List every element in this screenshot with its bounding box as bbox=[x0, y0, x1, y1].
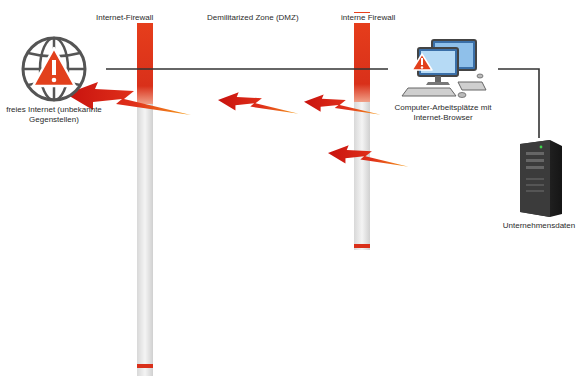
firewall-label: Internet-Firewall bbox=[95, 13, 154, 23]
server: Unternehmensdaten bbox=[498, 138, 580, 231]
node-caption: freies Internet (unbekannte Gegenstellen… bbox=[2, 105, 106, 125]
zone-label: Demilitarized Zone (DMZ) bbox=[206, 13, 300, 23]
workstation: Computer-Arbeitsplätze mit Internet-Brow… bbox=[388, 38, 498, 123]
workstation-icon bbox=[398, 38, 488, 100]
node-caption: Computer-Arbeitsplätze mit Internet-Brow… bbox=[388, 103, 498, 123]
server-icon bbox=[512, 138, 566, 218]
attack-arrow bbox=[328, 145, 409, 166]
attack-arrow bbox=[304, 94, 381, 114]
internet-globe-icon bbox=[17, 36, 91, 102]
attack-arrow bbox=[218, 92, 299, 113]
internal-firewall-bar bbox=[354, 12, 370, 250]
firewall-label: interne Firewall bbox=[340, 13, 396, 23]
network-link bbox=[106, 68, 388, 70]
node-caption: Unternehmensdaten bbox=[498, 221, 580, 231]
network-link bbox=[498, 69, 539, 138]
internet-globe: freies Internet (unbekannte Gegenstellen… bbox=[2, 36, 106, 125]
